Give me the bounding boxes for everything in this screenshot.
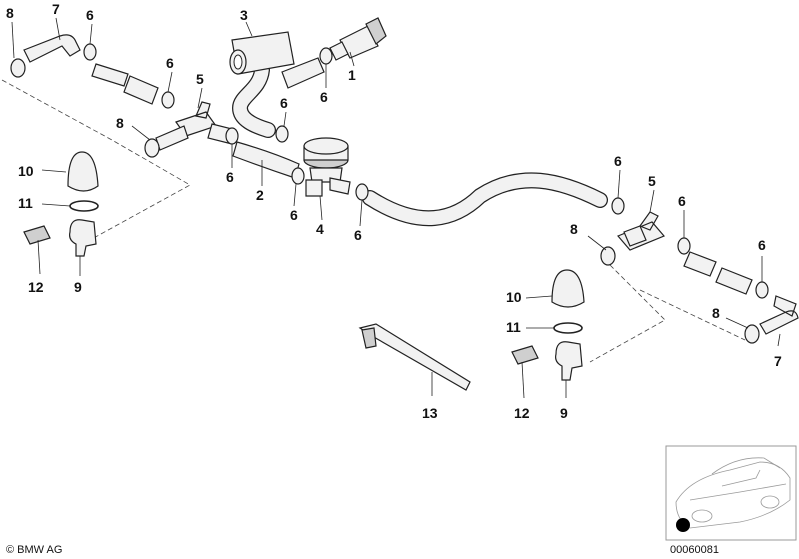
diagram-id: 00060081: [670, 544, 719, 556]
callout-2: 2: [256, 187, 264, 203]
leader-lines: [11, 17, 781, 399]
clamp: [611, 197, 625, 215]
copyright-text: © BMW AG: [6, 544, 62, 556]
callout-8: 8: [116, 115, 124, 131]
clamp: [677, 237, 691, 255]
clamp: [144, 138, 160, 158]
callout-8: 8: [570, 221, 578, 237]
clamp: [10, 58, 26, 78]
callout-8: 8: [6, 5, 14, 21]
cable-tie-part-13: [358, 323, 471, 391]
callout-12: 12: [28, 279, 44, 295]
callout-4: 4: [316, 221, 324, 237]
callout-5: 5: [196, 71, 204, 87]
callout-6: 6: [280, 95, 288, 111]
connector-left-8b: [155, 125, 189, 151]
callout-11: 11: [18, 195, 33, 211]
nozzle-cap-part-10: [551, 269, 585, 308]
callout-7: 7: [52, 1, 60, 17]
connector-part-1: [329, 17, 387, 61]
nozzle-body-part-9: [69, 219, 97, 257]
callout-6: 6: [86, 7, 94, 23]
valve-part-4: [303, 137, 351, 197]
hose-left-2: [123, 75, 159, 105]
callout-11: 11: [506, 319, 521, 335]
clamp: [755, 281, 769, 299]
nozzle-cap-part-10: [67, 151, 99, 192]
callout-6: 6: [226, 169, 234, 185]
callout-6: 6: [758, 237, 766, 253]
callout-1: 1: [348, 67, 356, 83]
hose-right-1: [683, 251, 717, 277]
o-ring-part-11: [69, 200, 99, 212]
hose-long-right-inner: [363, 173, 607, 225]
clamp: [225, 127, 239, 145]
callout-13: 13: [422, 405, 438, 421]
clip-part-12: [23, 225, 51, 245]
callout-6: 6: [166, 55, 174, 71]
callout-9: 9: [74, 279, 82, 295]
assembly-outline-left: [1, 79, 191, 241]
hose-center: [232, 141, 300, 179]
nozzle-assembly-left: [23, 151, 99, 257]
callout-8: 8: [712, 305, 720, 321]
clamp: [319, 47, 333, 65]
clamp: [355, 183, 369, 201]
callout-3: 3: [240, 7, 248, 23]
nozzle-body-part-9: [555, 341, 583, 381]
callout-5: 5: [648, 173, 656, 189]
clamp: [600, 246, 616, 266]
hose-right-2: [715, 267, 753, 295]
callout-6: 6: [614, 153, 622, 169]
hose-bent-inner: [233, 63, 275, 137]
clamp: [275, 125, 289, 143]
hose-clamps: [10, 43, 769, 344]
vehicle-location-thumbnail: [665, 445, 797, 541]
hose-sleeve-part-3: [229, 31, 295, 75]
clamp: [161, 91, 175, 109]
location-marker-icon: [676, 518, 690, 532]
clamp: [291, 167, 305, 185]
callout-12: 12: [514, 405, 530, 421]
clamp: [744, 324, 760, 344]
callout-10: 10: [18, 163, 34, 179]
callout-9: 9: [560, 405, 568, 421]
o-ring-part-11: [553, 322, 583, 334]
callout-7: 7: [774, 353, 782, 369]
hose-segment-top: [281, 57, 325, 89]
callout-6: 6: [290, 207, 298, 223]
hose-left-1: [91, 63, 129, 87]
assembly-outline-right: [589, 264, 746, 363]
callout-6: 6: [354, 227, 362, 243]
elbow-right-part-7: [759, 295, 799, 335]
nozzle-assembly-right: [511, 269, 585, 381]
clip-part-12: [511, 345, 539, 365]
clamp: [83, 43, 97, 61]
callout-6: 6: [678, 193, 686, 209]
callout-10: 10: [506, 289, 522, 305]
callout-6: 6: [320, 89, 328, 105]
elbow-left-part-7: [23, 34, 81, 63]
connector-right-8: [623, 225, 647, 247]
